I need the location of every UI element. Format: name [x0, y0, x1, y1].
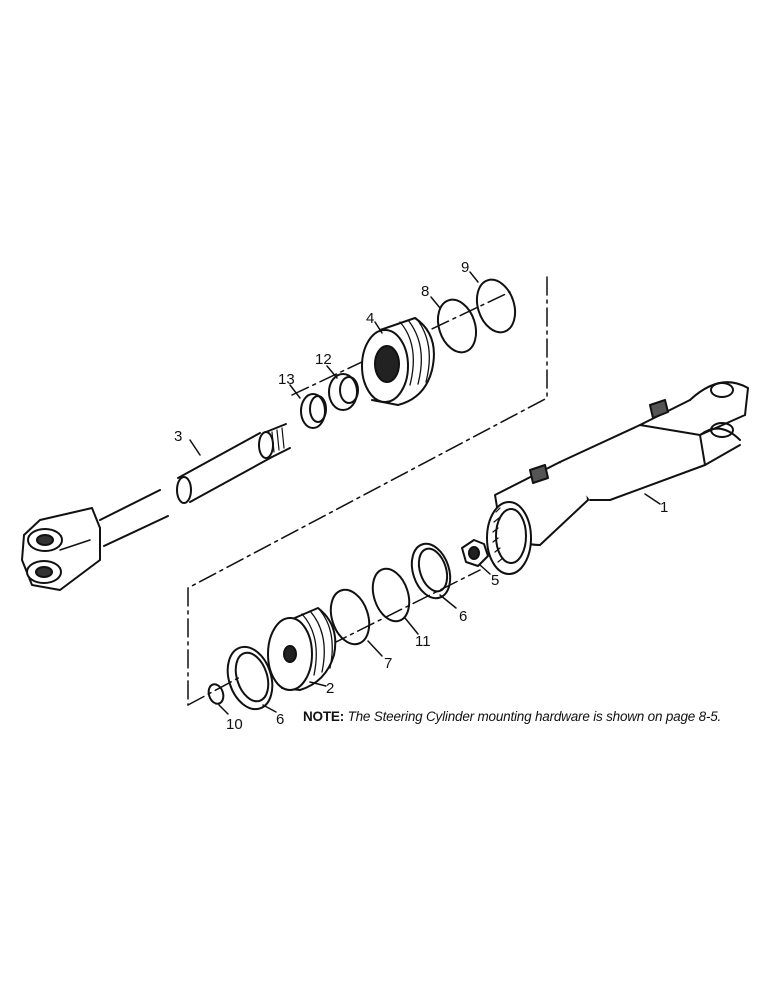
part-6-ring-upper: [410, 542, 452, 600]
label-part-7: 7: [384, 655, 392, 672]
label-part-8: 8: [421, 283, 429, 300]
label-part-6-upper: 6: [459, 608, 467, 625]
label-part-4: 4: [366, 310, 374, 327]
label-part-2: 2: [326, 680, 334, 697]
piston-rod-with-clevis: [21, 423, 291, 591]
label-part-9: 9: [461, 259, 469, 276]
label-part-1: 1: [660, 499, 668, 516]
note-label: NOTE:: [303, 709, 344, 724]
assembly-centerline: [187, 276, 548, 706]
part-13-seal: [300, 393, 327, 429]
part-8-o-ring: [436, 298, 478, 354]
label-part-6-lower: 6: [276, 711, 284, 728]
part-10-ring: [207, 683, 225, 705]
part-11-ring: [371, 567, 411, 623]
part-1-cylinder-barrel: [486, 381, 749, 575]
part-6-ring-lower: [226, 645, 274, 711]
note-text: The Steering Cylinder mounting hardware …: [347, 709, 722, 724]
label-part-12: 12: [315, 351, 332, 368]
part-7-ring: [329, 588, 371, 646]
part-5-nut: [461, 539, 489, 567]
part-9-backup-ring: [475, 278, 517, 334]
part-4-head-gland: [361, 317, 435, 406]
mounting-hardware-note: NOTE: The Steering Cylinder mounting har…: [303, 706, 723, 728]
part-12-wiper: [328, 373, 359, 411]
part-2-piston: [267, 607, 337, 691]
leader-lines: [189, 271, 661, 715]
label-part-3: 3: [174, 428, 182, 445]
label-part-10: 10: [226, 716, 243, 733]
label-part-11: 11: [415, 633, 431, 650]
label-part-13: 13: [278, 371, 295, 388]
label-part-5: 5: [491, 572, 499, 589]
